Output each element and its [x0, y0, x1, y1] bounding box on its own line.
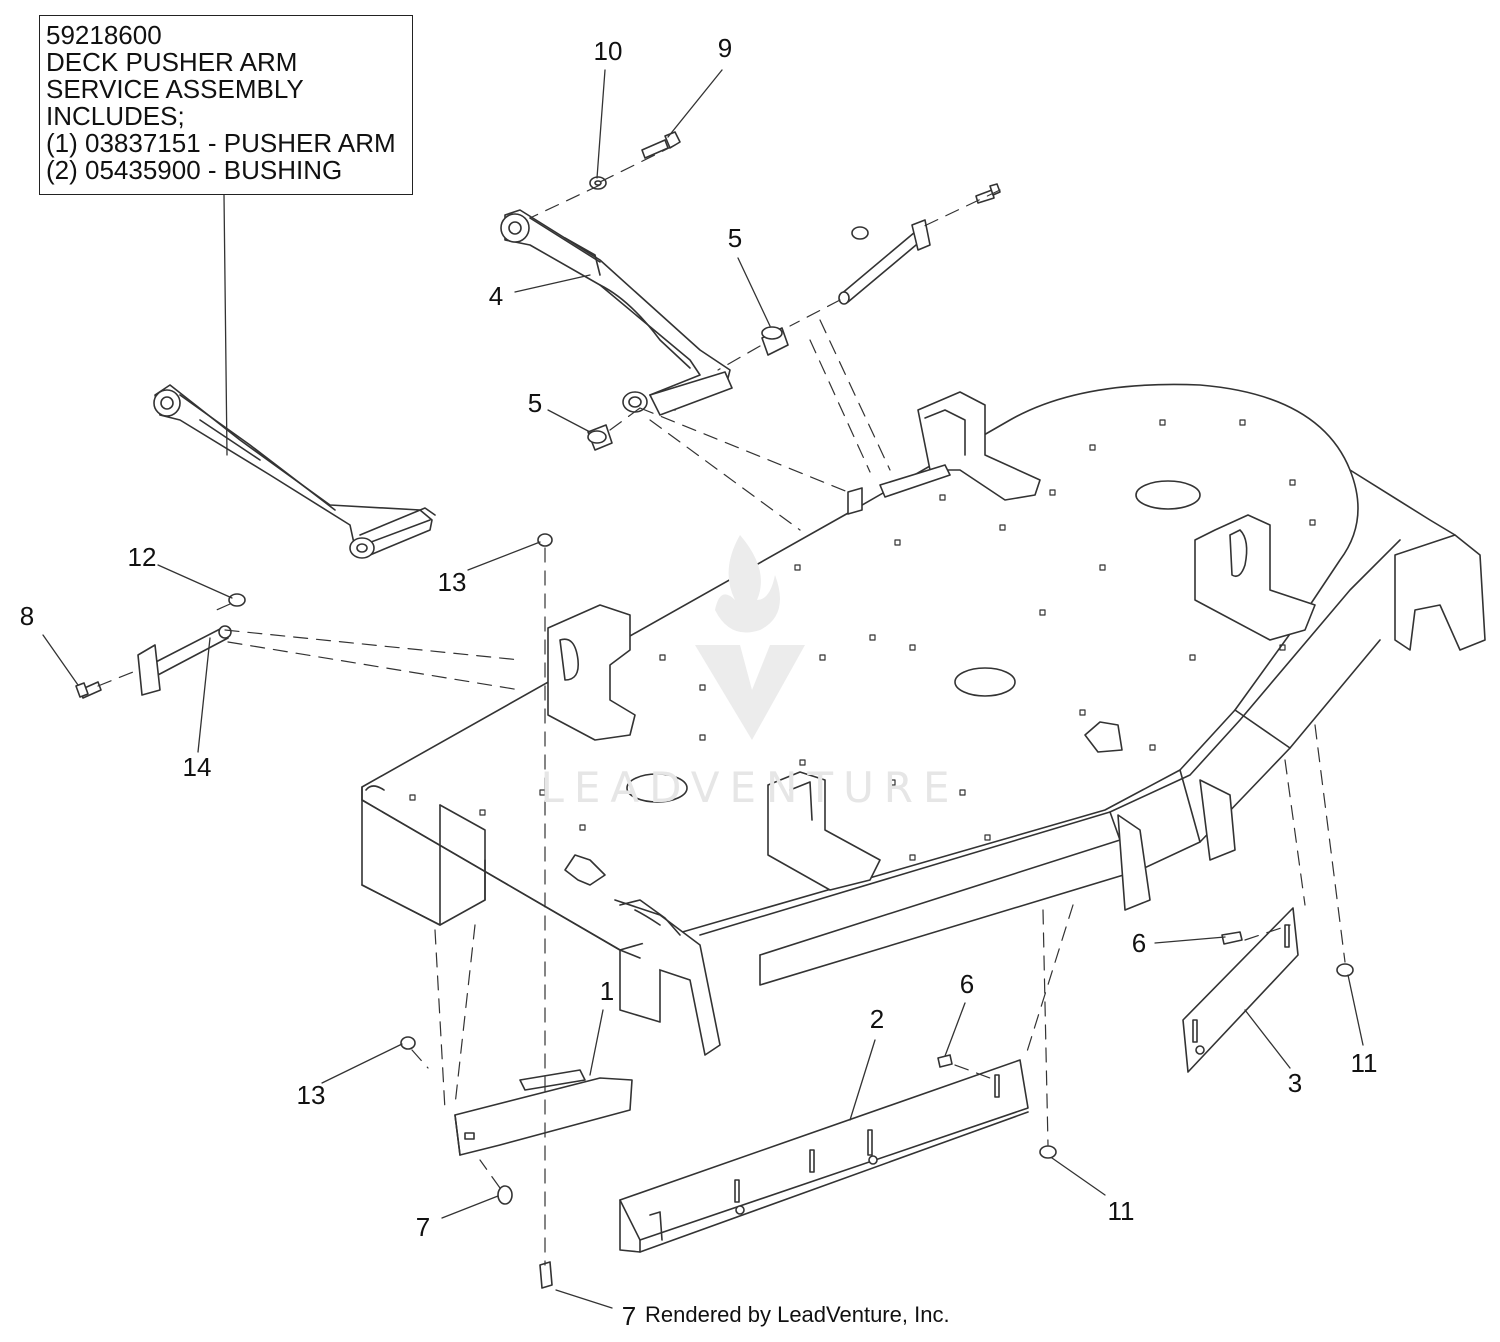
leadventure-watermark: LEADVENTURE: [540, 535, 959, 812]
deck-holes: [409, 419, 1316, 861]
baffle-3: [1182, 907, 1299, 1073]
callout-1: 1: [600, 976, 614, 1006]
callout-6-right: 6: [1132, 928, 1146, 958]
callout-12: 12: [128, 542, 157, 572]
baffle-1: [454, 1069, 633, 1156]
pusher-arm-lower: [153, 384, 436, 559]
baffle-2: [619, 1059, 1029, 1253]
callout-10: 10: [594, 36, 623, 66]
callout-4: 4: [489, 281, 503, 311]
spindle-openings: [626, 480, 1201, 803]
pusher-arm-upper: [500, 209, 733, 416]
callout-14: 14: [183, 752, 212, 782]
leader-lines: [42, 69, 1364, 1309]
flame-logo-icon: [715, 535, 780, 633]
callout-13-upper: 13: [438, 567, 467, 597]
callout-7-lower: 7: [622, 1301, 636, 1331]
callout-labels: 10 9 5 4 5 12 8 14 13 13 1 7 7 2 6 6 3 1…: [20, 33, 1378, 1331]
rendered-by-footer: Rendered by LeadVenture, Inc.: [645, 1302, 950, 1327]
callout-7-middle: 7: [416, 1212, 430, 1242]
v-logo-icon: [695, 645, 805, 740]
callout-2: 2: [870, 1004, 884, 1034]
callout-3: 3: [1288, 1068, 1302, 1098]
note-line-title: DECK PUSHER ARM: [46, 47, 298, 77]
callout-13-lower: 13: [297, 1080, 326, 1110]
mower-deck-shell: [361, 383, 1486, 1056]
callout-9: 9: [718, 33, 732, 63]
deck-brackets: [547, 391, 1316, 891]
note-line-subtitle: SERVICE ASSEMBLY: [46, 74, 304, 104]
service-assembly-note: 59218600 DECK PUSHER ARM SERVICE ASSEMBL…: [39, 15, 413, 195]
callout-8: 8: [20, 601, 34, 631]
callout-5-lower: 5: [528, 388, 542, 418]
callout-6-middle: 6: [960, 969, 974, 999]
watermark-text: LEADVENTURE: [540, 763, 959, 812]
explosion-lines: [97, 144, 1346, 1266]
note-line-includes: INCLUDES;: [46, 101, 185, 131]
callout-11-lower: 11: [1108, 1196, 1135, 1226]
hardware: [75, 131, 1354, 1289]
callout-11-right: 11: [1351, 1048, 1378, 1078]
note-line-bushing: (2) 05435900 - BUSHING: [46, 155, 343, 185]
note-line-pusher-arm: (1) 03837151 - PUSHER ARM: [46, 128, 396, 158]
callout-5-upper: 5: [728, 223, 742, 253]
note-line-part-number: 59218600: [46, 20, 162, 50]
